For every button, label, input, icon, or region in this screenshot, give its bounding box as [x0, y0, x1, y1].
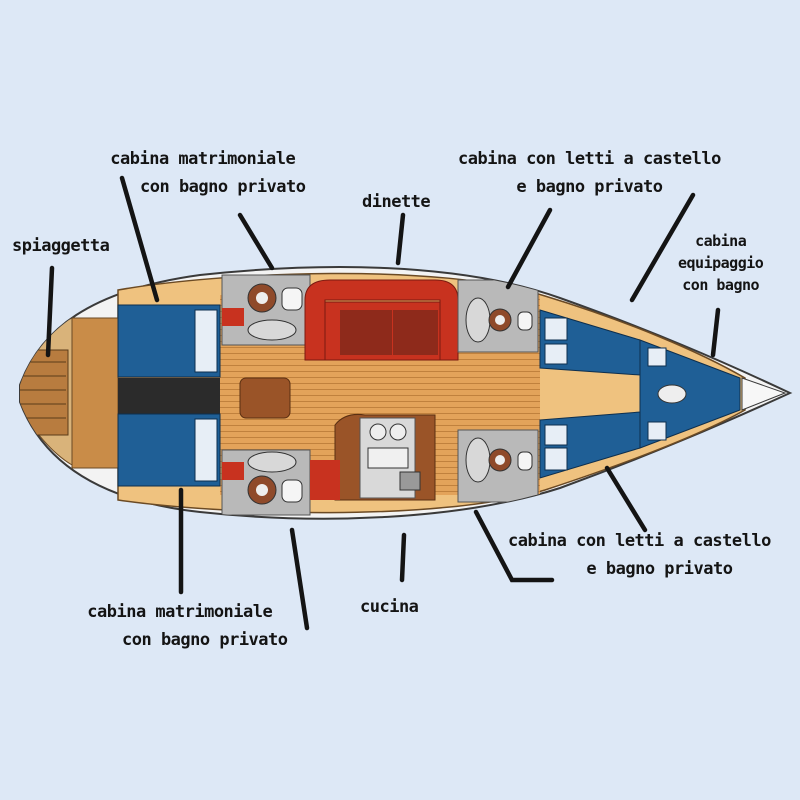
leader-lines: [45, 175, 721, 631]
label-crew-cabin: cabina equipaggio con bagno: [678, 230, 764, 296]
label-line: cabina matrimoniale: [110, 149, 296, 169]
label-line: con bagno: [682, 276, 760, 294]
nav-table: [239, 377, 291, 419]
aft-cabin-bed-bottom: [117, 413, 221, 487]
label-cucina: cucina: [360, 593, 419, 621]
label-line: cabina con letti a castello: [508, 531, 771, 551]
label-line: cabina con letti a castello: [458, 149, 721, 169]
label-master-cabin-bottom: cabina matrimoniale con bagno privato: [72, 598, 288, 654]
label-line: e bagno privato: [586, 559, 733, 579]
label-bunk-cabin-bottom: cabina con letti a castello e bagno priv…: [508, 527, 771, 583]
fwd-bathroom-bottom: [457, 429, 539, 503]
label-dinette: dinette: [362, 188, 431, 216]
label-line: e bagno privato: [516, 177, 663, 197]
galley: [310, 414, 436, 501]
label-line: con bagno privato: [140, 177, 306, 197]
label-line: cabina: [695, 232, 747, 250]
crew-cabin: [639, 339, 741, 449]
label-bunk-cabin-top: cabina con letti a castello e bagno priv…: [458, 145, 721, 201]
aft-bathroom-top: [221, 274, 311, 346]
label-line: equipaggio: [678, 254, 764, 272]
label-spiaggetta: spiaggetta: [12, 232, 110, 260]
label-line: dinette: [362, 192, 431, 212]
aft-cabin-divider: [118, 378, 220, 414]
aft-cabin-bed-top: [117, 304, 221, 378]
fwd-bunk-cabin-bottom: [539, 411, 641, 479]
fwd-bathroom-top: [457, 279, 539, 353]
label-line: cucina: [360, 597, 419, 617]
swim-platform: [20, 317, 119, 469]
dinette-area: [304, 279, 459, 361]
label-line: con bagno privato: [122, 630, 288, 650]
label-line: spiaggetta: [12, 236, 110, 256]
label-line: cabina matrimoniale: [87, 602, 273, 622]
fwd-bunk-cabin-top: [539, 309, 641, 376]
label-master-cabin-top: cabina matrimoniale con bagno privato: [100, 145, 306, 201]
aft-bathroom-bottom: [221, 449, 311, 516]
